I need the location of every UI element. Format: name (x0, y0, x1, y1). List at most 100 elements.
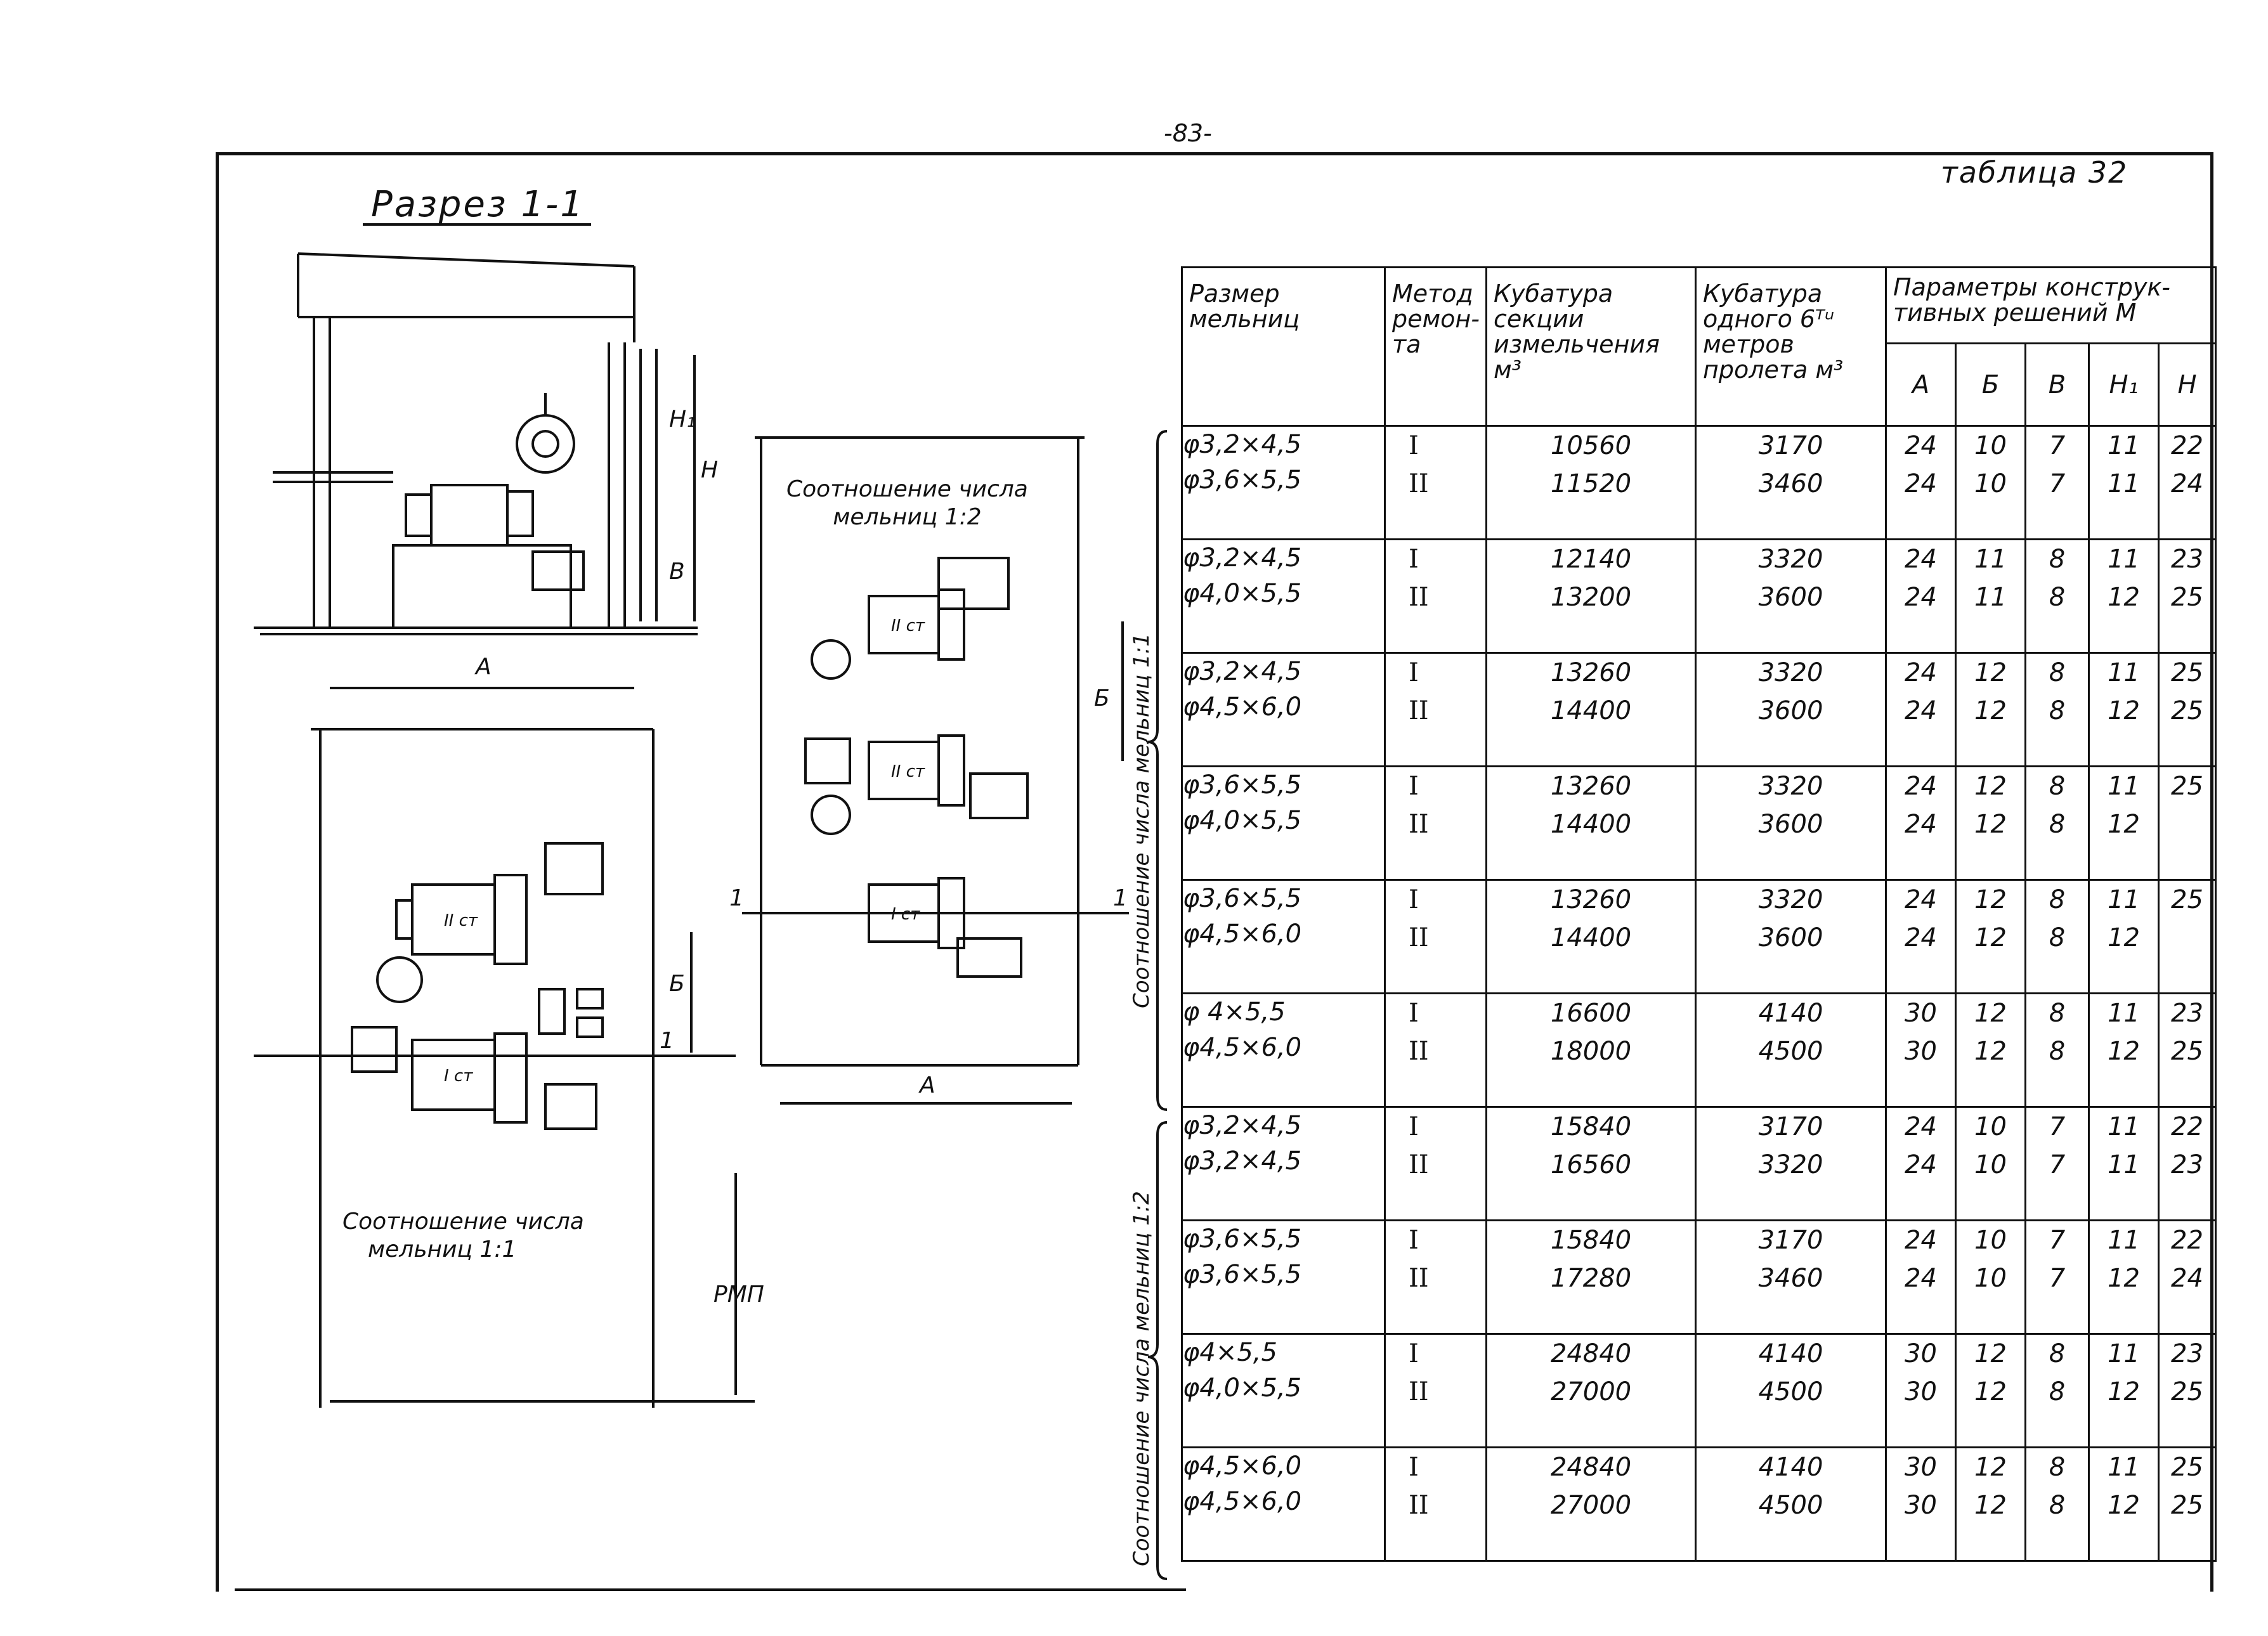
header-col-h: H (2158, 342, 2217, 427)
cell-param-h1-value: 11 (2108, 999, 2140, 1028)
cell-param-v-value: 8 (2049, 696, 2066, 725)
cell-param-h-value: 25 (2171, 1377, 2203, 1406)
cell-section-volume-value: 11520 (1550, 469, 1632, 498)
cell-method-value: I (1409, 1453, 1419, 1482)
cell-section-volume-value: 14400 (1550, 696, 1632, 725)
cell-size-value: φ3,6×5,5 (1183, 770, 1302, 800)
mill-parameters-table: Размер мельниц Метод ремон-та Кубатура с… (1181, 266, 2217, 1562)
ratio-1-2-caption: Соотношение числа мельниц 1:2 (786, 476, 1028, 531)
ratio-1-2-line2: мельниц 1:2 (833, 504, 982, 530)
cell-param-h1-value: 12 (2108, 583, 2140, 612)
cell-size-value: φ3,2×4,5 (1183, 1146, 1302, 1176)
cell-section-volume-value: 18000 (1550, 1037, 1632, 1066)
cell-param-b-value: 10 (1974, 1112, 2007, 1141)
stage-ii-label-2: II ст (891, 616, 925, 635)
cell-method-value: II (1409, 469, 1429, 498)
side-label-upper: Соотношение числа мельниц 1:1 (1129, 633, 1154, 1008)
cell-param-h1-value: 12 (2108, 1264, 2140, 1293)
dim-v-label: В (669, 559, 685, 585)
cell-param-h-value: 25 (2171, 1037, 2203, 1066)
cell-param-b-value: 12 (1974, 1037, 2007, 1066)
cell-param-v-value: 7 (2049, 469, 2066, 498)
cell-param-a-value: 24 (1905, 583, 1937, 612)
cell-method-value: I (1409, 999, 1419, 1028)
cell-size-value: φ4,5×6,0 (1183, 919, 1302, 949)
cell-section-volume: 13260 14400 (1485, 765, 1697, 881)
cell-param-h-value: 23 (2171, 545, 2203, 574)
cell-param-h1-value: 11 (2108, 469, 2140, 498)
axis-mark-3: 1 (1113, 885, 1128, 911)
cell-param-h-value: 25 (2171, 696, 2203, 725)
header-col-v: В (2024, 342, 2090, 427)
cell-section-volume-value: 14400 (1550, 810, 1632, 839)
cell-param-h1-value: 12 (2108, 923, 2140, 952)
cell-section-volume-value: 15840 (1550, 1226, 1632, 1255)
cell-method-value: II (1409, 1037, 1429, 1066)
cell-param-v-value: 8 (2049, 545, 2066, 574)
cell-section-volume-value: 13260 (1550, 772, 1632, 801)
cell-param-h-value: 23 (2171, 1339, 2203, 1368)
cell-span-volume-value: 3170 (1758, 1112, 1823, 1141)
cell-param-b-value: 12 (1974, 885, 2007, 914)
ratio-1-1-line1: Соотношение числа (342, 1209, 584, 1235)
cell-param-a-value: 30 (1905, 999, 1937, 1028)
cell-section-volume-value: 27000 (1550, 1377, 1632, 1406)
dim-b-label-2: Б (1094, 685, 1110, 711)
cell-param-a-value: 24 (1905, 1112, 1937, 1141)
cell-param-v-value: 7 (2049, 1150, 2066, 1179)
cell-section-volume-value: 16560 (1550, 1150, 1632, 1179)
header-col-h1: H₁ (2088, 342, 2160, 427)
cell-param-v-value: 7 (2049, 431, 2066, 460)
cell-param-h-value: 22 (2171, 431, 2203, 460)
dim-a-label-2: A (920, 1072, 935, 1098)
cell-span-volume-value: 4140 (1758, 999, 1823, 1028)
cell-method-value: I (1409, 1112, 1419, 1141)
cell-param-b-value: 10 (1974, 431, 2007, 460)
cell-size-value: φ3,6×5,5 (1183, 1260, 1302, 1289)
cell-param-h1-value: 11 (2108, 1150, 2140, 1179)
stage-ii-label-3: II ст (891, 762, 925, 781)
cell-param-h-value: 23 (2171, 999, 2203, 1028)
header-col-a: A (1885, 342, 1957, 427)
cell-param-v-value: 7 (2049, 1226, 2066, 1255)
cell-span-volume-value: 3320 (1758, 885, 1823, 914)
cell-section-volume-value: 27000 (1550, 1491, 1632, 1520)
cell-param-a-value: 30 (1905, 1037, 1937, 1066)
cell-method-value: II (1409, 583, 1429, 612)
cell-param-h: 25 (2158, 765, 2217, 881)
cell-param-h1-value: 11 (2108, 658, 2140, 687)
cell-span-volume-value: 3600 (1758, 923, 1823, 952)
cell-param-a-value: 24 (1905, 431, 1937, 460)
